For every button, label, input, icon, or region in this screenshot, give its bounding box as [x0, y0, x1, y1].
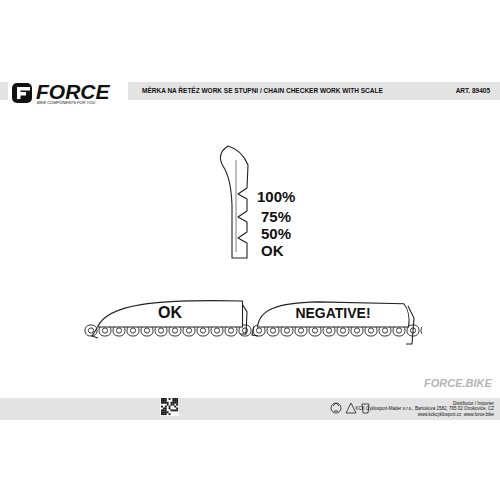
- scale-value: 100%: [257, 189, 295, 206]
- logo-mark: [12, 83, 32, 103]
- watermark: FORCE.BIKE: [424, 377, 492, 389]
- brand-slogan: BIKE COMPONENTS FOR YOU: [37, 101, 95, 105]
- distributor-note: www.kckcyklosport.cz, www.force.bike: [418, 412, 494, 417]
- brand-logo: FORCE: [36, 80, 110, 103]
- checker-ok: OK: [96, 298, 244, 328]
- checker-negative: NEGATIVE!: [256, 300, 410, 328]
- scale-value: 75%: [261, 209, 291, 226]
- footer-band-ground: [0, 398, 500, 420]
- scale-value: OK: [261, 243, 284, 260]
- distributor-note: Distributor / Importer: [453, 401, 494, 406]
- checker-scale-icon: [220, 146, 248, 258]
- checker-label: OK: [158, 304, 182, 322]
- article-number: ART. 89405: [456, 87, 490, 94]
- header-band: MĚRKA NA ŘETĚZ WORK SE STUPNI / CHAIN CH…: [130, 82, 500, 100]
- qr-code: [160, 397, 179, 416]
- checker-label: NEGATIVE!: [295, 306, 370, 321]
- footer-band: Distributor / ImporterKCK Cyklosport-Mad…: [240, 399, 494, 419]
- scale-value: 50%: [261, 226, 291, 243]
- distributor-note: KCK Cyklosport-Mader s.r.o., Bartošova 1…: [355, 406, 494, 411]
- header-title: MĚRKA NA ŘETĚZ WORK SE STUPNI / CHAIN CH…: [142, 87, 383, 94]
- logo-ground: [8, 78, 128, 106]
